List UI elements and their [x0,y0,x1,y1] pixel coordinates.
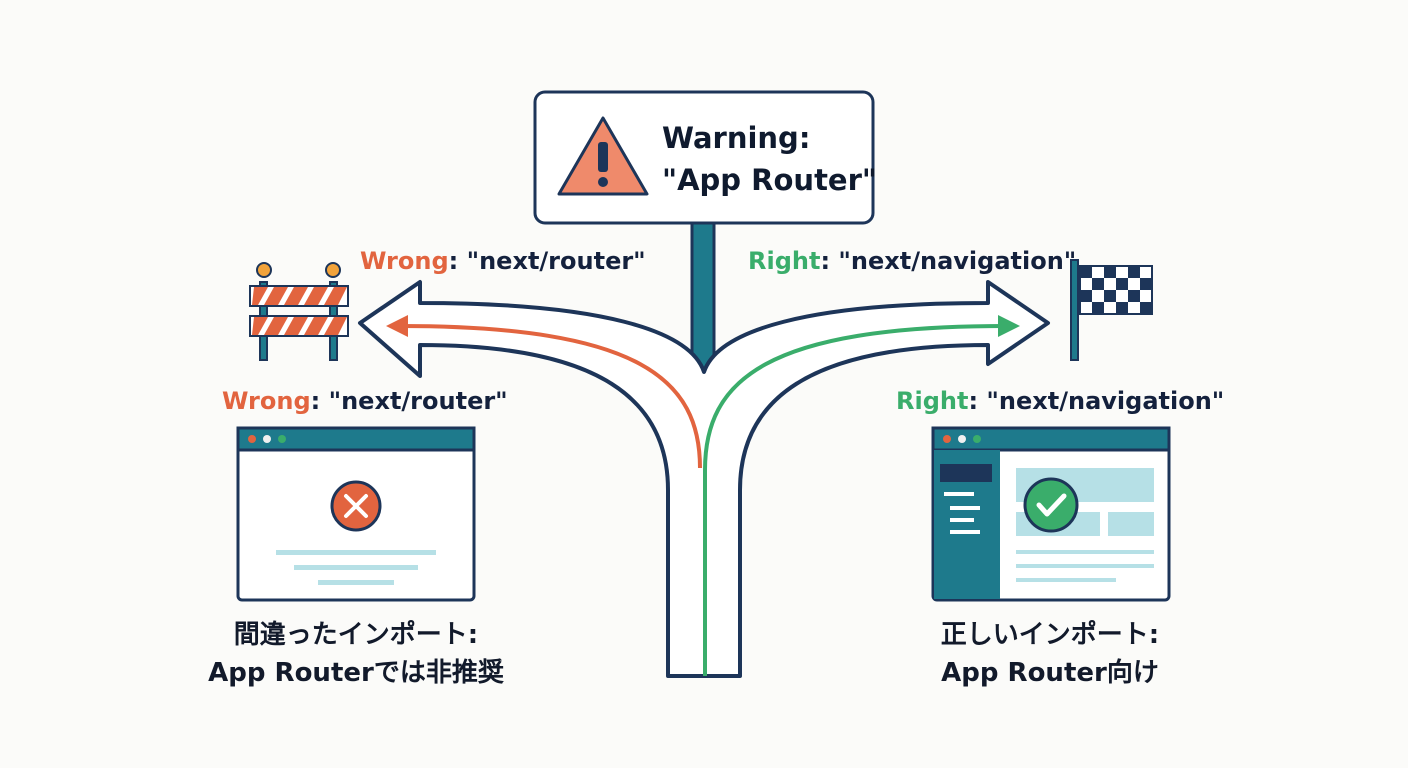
sign-post [690,220,716,374]
right-caption: 正しいインポート: App Router向け [900,616,1200,692]
right-panel-label: Right: "next/navigation" [896,387,1224,415]
barrier-icon [249,262,349,361]
wrong-caption: 間違ったインポート: App Routerでは非推奨 [196,616,516,692]
right-panel-keyword: Right [896,387,969,415]
right-path-arrowhead [998,315,1020,337]
right-route-label: Right: "next/navigation" [748,247,1076,275]
warning-sign-line1: Warning: [662,121,810,155]
right-panel-module: : "next/navigation" [968,387,1225,415]
warning-sign-line2: "App Router" [662,163,877,197]
wrong-route-keyword: Wrong [360,247,449,275]
wrong-browser-window [236,426,476,602]
wrong-caption-line2: App Routerでは非推奨 [208,658,504,688]
wrong-panel-keyword: Wrong [222,387,311,415]
wrong-caption-line1: 間違ったインポート: [233,620,479,650]
right-caption-line1: 正しいインポート: [940,620,1160,650]
wrong-route-label: Wrong: "next/router" [360,247,646,275]
right-browser-window [931,426,1171,602]
wrong-path-arrowhead [386,315,408,337]
right-route-keyword: Right [748,247,821,275]
right-path-line [703,324,1007,676]
error-x-icon [330,480,382,532]
checkered-flag-icon [1070,259,1153,361]
wrong-panel-label: Wrong: "next/router" [222,387,508,415]
wrong-path-line [399,324,702,469]
success-check-icon [1023,477,1079,533]
warning-triangle-icon [557,116,649,196]
right-caption-line2: App Router向け [941,658,1159,688]
right-route-module: : "next/navigation" [820,247,1077,275]
wrong-panel-module: : "next/router" [310,387,508,415]
wrong-route-module: : "next/router" [448,247,646,275]
